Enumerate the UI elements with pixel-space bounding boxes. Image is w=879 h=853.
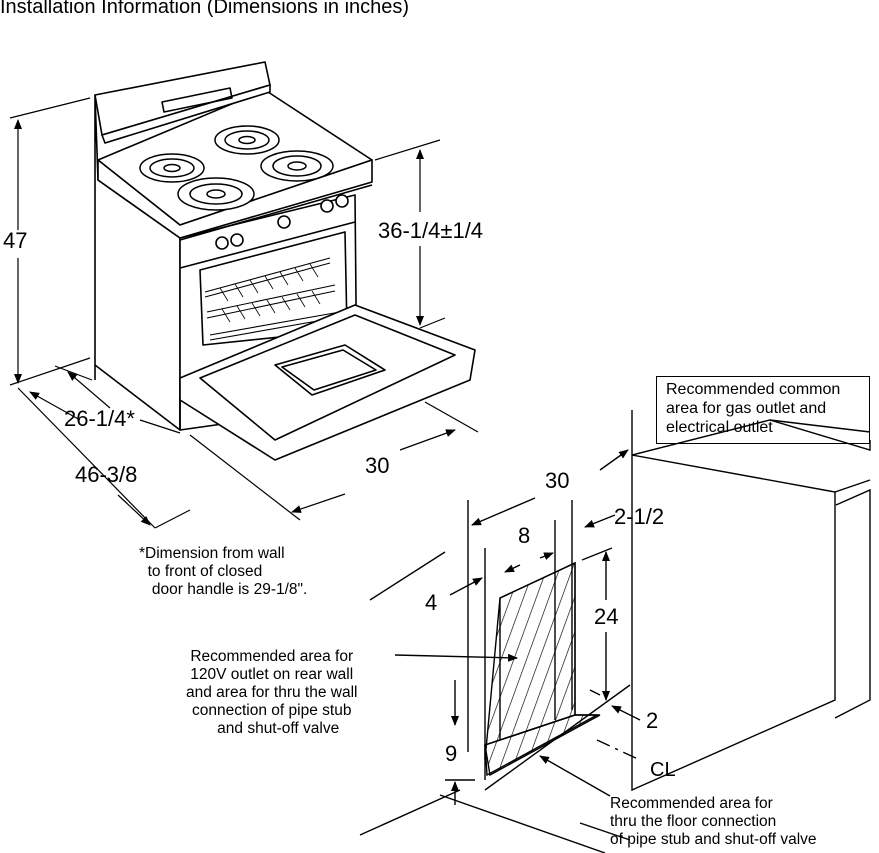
note-depth-footnote: *Dimension from wall to front of closed … [139, 545, 308, 598]
dim-floor-height: 9 [445, 741, 458, 766]
installation-area [359, 410, 871, 853]
dim-area-height: 24 [594, 604, 619, 629]
dim-width-area: 30 [545, 468, 570, 493]
dim-area-width: 8 [518, 523, 531, 548]
dim-area-side-offset: 4 [425, 590, 438, 615]
note-rear-wall-area: Recommended area for 120V outlet on rear… [186, 648, 358, 737]
dim-depth-door-open: 46-3/8 [75, 462, 138, 487]
centerline-symbol: CL [650, 759, 676, 781]
legend-common-area: Recommended common area for gas outlet a… [656, 376, 870, 444]
page-title: Installation Information (Dimensions in … [0, 0, 410, 18]
dim-height-total: 47 [3, 228, 28, 253]
range-illustration [94, 61, 476, 461]
dim-height-cooktop: 36-1/4±1/4 [378, 218, 484, 243]
dim-width-range: 30 [365, 453, 390, 478]
dim-depth-body: 26-1/4* [64, 406, 135, 431]
dim-floor-offset: 2 [646, 708, 659, 733]
range-dimension-lines [9, 97, 479, 529]
dim-offset-side: 2-1/2 [614, 504, 665, 529]
note-floor-area: Recommended area for thru the floor conn… [610, 795, 817, 848]
